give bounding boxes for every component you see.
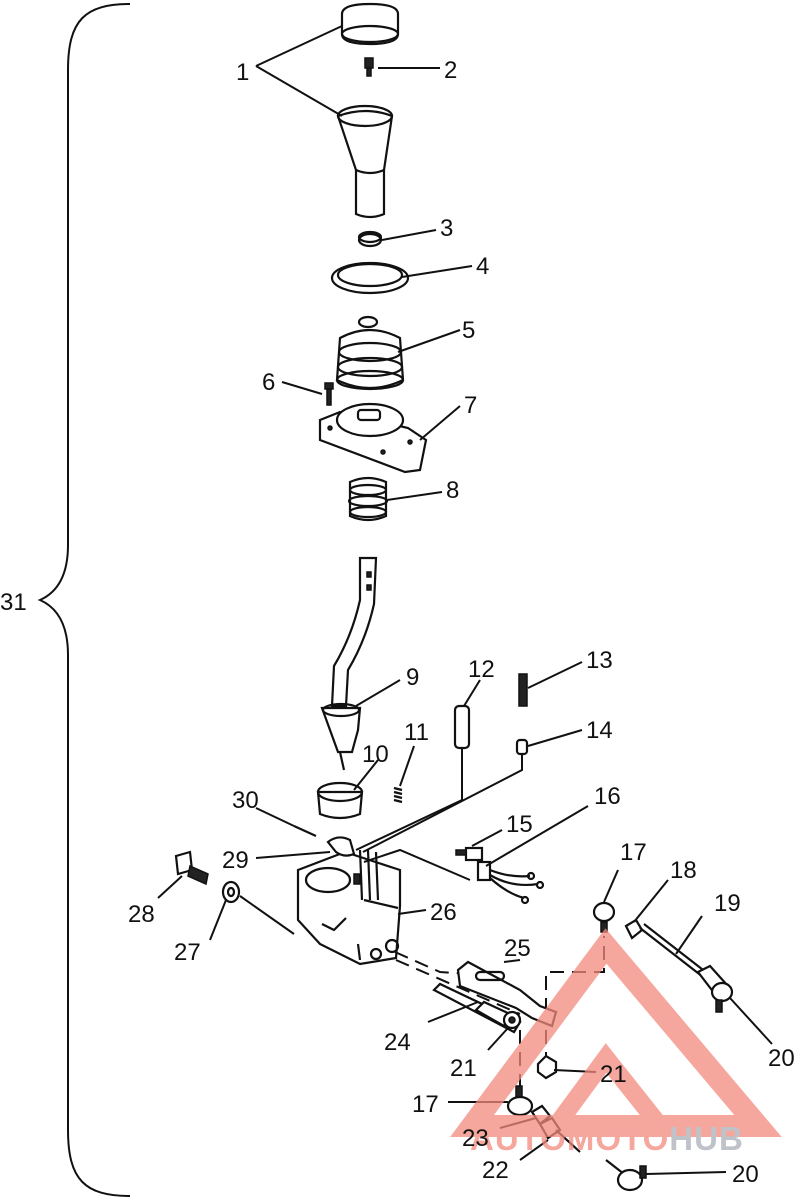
callout-6: 6 — [262, 369, 275, 396]
screw-part-2 — [364, 57, 374, 77]
rod-end-part-17-upper — [592, 901, 616, 933]
pivot-rod-part-30 — [293, 824, 317, 838]
harness-part-16 — [476, 860, 545, 905]
shift-lever-part-9 — [320, 556, 378, 771]
rod-end-part-20-upper — [696, 964, 734, 1013]
callout-16: 16 — [594, 783, 621, 810]
callout-28: 28 — [128, 901, 155, 928]
boot-part-5 — [335, 315, 405, 391]
threaded-rod-part-13 — [518, 673, 528, 707]
callout-15: 15 — [506, 811, 533, 838]
svg-text:AUTOMOTOHUB: AUTOMOTOHUB — [470, 1120, 744, 1157]
callout-27: 27 — [174, 939, 201, 966]
bellows-part-8 — [347, 476, 389, 522]
callout-24: 24 — [384, 1029, 411, 1056]
callout-25: 25 — [504, 935, 531, 962]
callout-8: 8 — [446, 477, 459, 504]
plate-housing-part-7 — [318, 402, 428, 474]
automotohub-watermark: AUTOMOTOHUB — [450, 928, 782, 1157]
callout-11: 11 — [404, 719, 429, 746]
assembly-brace — [37, 3, 131, 1197]
callout-7: 7 — [464, 392, 477, 419]
callout-21-right: 21 — [600, 1061, 627, 1088]
cup-part-10 — [316, 781, 364, 820]
screw-part-6 — [324, 382, 334, 406]
callout-17-upper: 17 — [620, 839, 647, 866]
callout-9: 9 — [406, 664, 419, 691]
callout-13: 13 — [586, 647, 613, 674]
watermark-text-secondary: HUB — [669, 1120, 744, 1157]
nut-part-21-right — [536, 1054, 558, 1080]
callout-10: 10 — [362, 741, 389, 768]
callout-22: 22 — [482, 1157, 509, 1184]
bolt-part-28 — [174, 850, 209, 886]
switch-part-15 — [455, 846, 484, 862]
rod-end-part-20-lower — [605, 1159, 647, 1192]
callout-29: 29 — [222, 847, 249, 874]
callout-20-upper: 20 — [768, 1045, 795, 1072]
nut-part-21 — [502, 1010, 522, 1030]
callout-20-lower: 20 — [732, 1161, 759, 1188]
callout-18: 18 — [670, 857, 697, 884]
callout-17-lower: 17 — [412, 1091, 439, 1118]
callout-23: 23 — [462, 1125, 489, 1152]
callout-30: 30 — [232, 787, 259, 814]
callout-21-left: 21 — [450, 1055, 477, 1082]
callout-31: 31 — [0, 589, 27, 616]
callout-2: 2 — [444, 57, 457, 84]
sleeve-part-14 — [515, 738, 529, 756]
callout-26: 26 — [430, 899, 457, 926]
callout-3: 3 — [440, 215, 453, 242]
shift-knob-body — [336, 104, 394, 219]
spacer-part-3 — [357, 230, 383, 248]
callout-12: 12 — [468, 656, 495, 683]
callout-5: 5 — [462, 317, 475, 344]
callout-1: 1 — [236, 59, 249, 86]
callout-14: 14 — [586, 717, 613, 744]
pin-part-12 — [453, 704, 471, 750]
washer-part-27 — [221, 880, 241, 904]
clip-part-29 — [326, 836, 356, 857]
shifter-housing-part-26 — [296, 849, 402, 966]
watermark-text-primary: AUTOMOTO — [470, 1120, 669, 1157]
ring-part-4 — [330, 261, 410, 295]
shift-knob-cap — [340, 2, 400, 46]
callout-19: 19 — [714, 890, 741, 917]
callout-4: 4 — [476, 253, 489, 280]
spring-part-11 — [393, 786, 403, 804]
